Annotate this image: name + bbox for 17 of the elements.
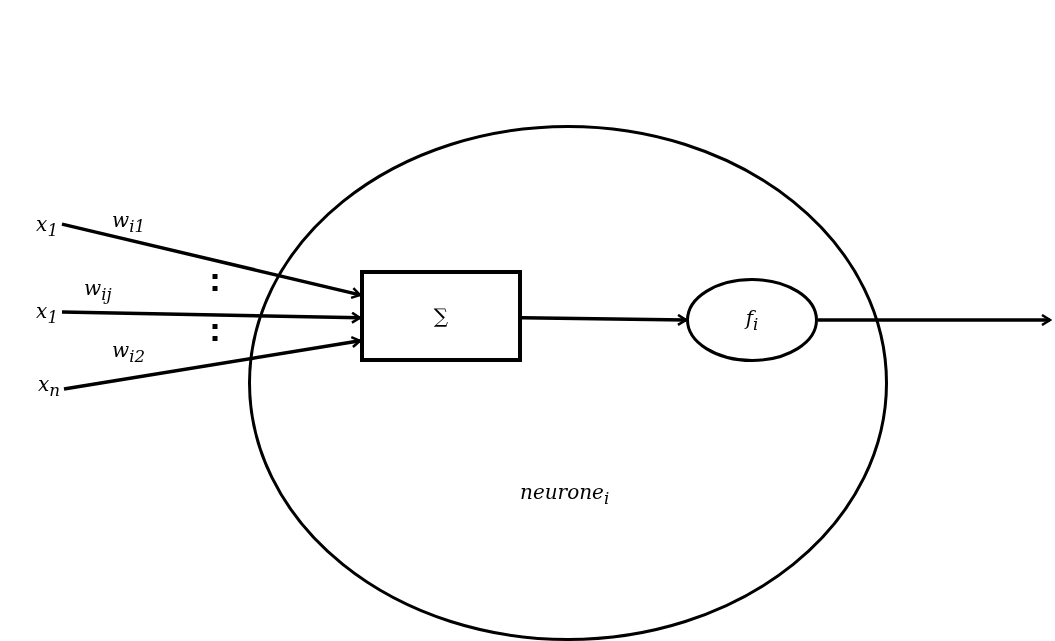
variable-label: x$_{1}$ bbox=[36, 299, 58, 327]
sum-symbol: ∑ bbox=[433, 304, 449, 328]
function-label: f$_{i}$ bbox=[745, 306, 759, 334]
arrow bbox=[521, 313, 688, 327]
variable-label: x$_{n}$ bbox=[38, 372, 60, 400]
arrow bbox=[61, 222, 362, 300]
weight-label: w$_{i1}$ bbox=[112, 208, 146, 236]
arrow bbox=[63, 335, 362, 391]
activation-circle bbox=[686, 278, 818, 362]
neuron-circle bbox=[248, 125, 888, 641]
arrow bbox=[818, 313, 1052, 327]
arrow bbox=[61, 310, 362, 324]
weight-label: w$_{ij}$ bbox=[84, 276, 112, 304]
weight-label: w$_{i2}$ bbox=[112, 338, 146, 366]
neuron-label: neurone$_{i}$ bbox=[520, 480, 610, 508]
summation-box bbox=[360, 270, 522, 362]
variable-label: x$_{1}$ bbox=[36, 212, 58, 240]
